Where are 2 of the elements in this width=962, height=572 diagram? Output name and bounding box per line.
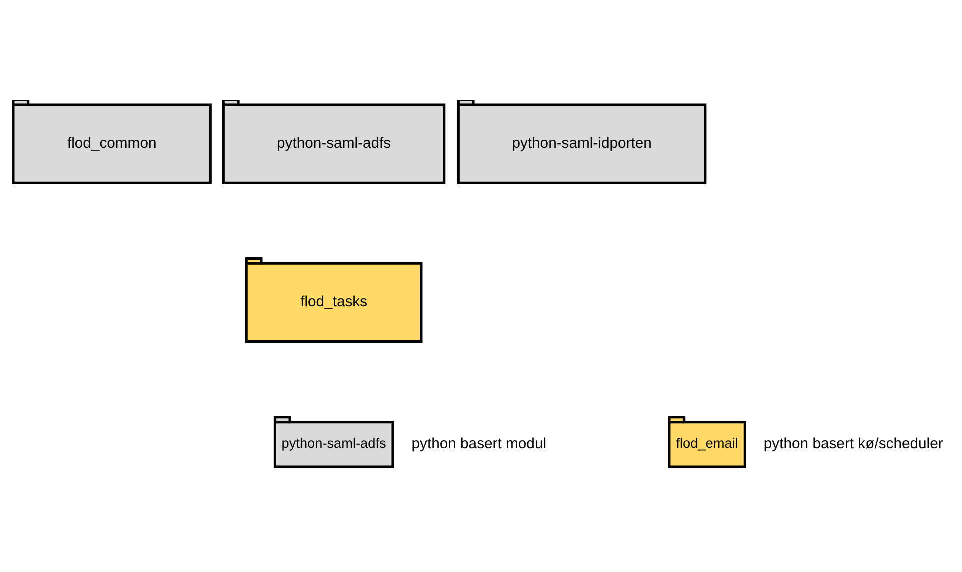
legend-label: python basert kø/scheduler — [764, 436, 944, 453]
legend-label: python basert modul — [412, 436, 547, 453]
